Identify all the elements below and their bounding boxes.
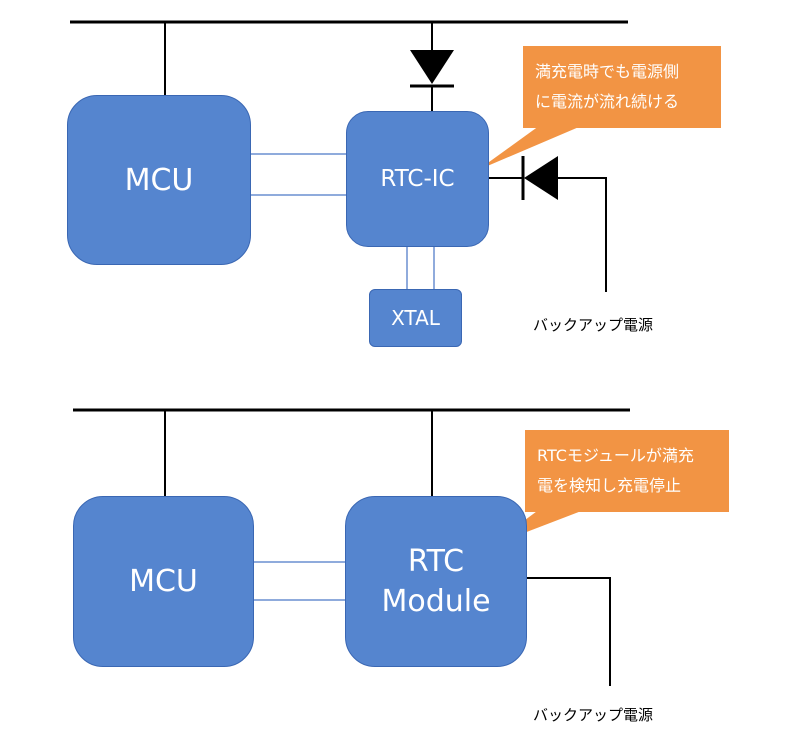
bottom-mcu-label: MCU — [129, 564, 198, 599]
bottom-backup-label: バックアップ電源 — [533, 706, 654, 724]
bottom-callout-box — [525, 430, 729, 512]
top-mcu-block: MCU — [67, 95, 251, 265]
top-diode-vertical — [410, 50, 454, 84]
top-callout-tail — [478, 118, 600, 170]
top-callout-text: 満充電時でも電源側 に電流が流れ続ける — [523, 57, 721, 117]
top-xtal-block: XTAL — [369, 289, 462, 347]
top-mcu-label: MCU — [124, 162, 194, 198]
bottom-backup-line — [526, 577, 611, 686]
top-xtal-label: XTAL — [391, 306, 440, 330]
top-callout-line-1: 満充電時でも電源側 — [535, 62, 680, 81]
bottom-callout-line-2: 電を検知し充電停止 — [537, 476, 682, 495]
bottom-mcu-block: MCU — [73, 496, 254, 667]
bottom-rtc-label-line-2: Module — [381, 583, 491, 619]
top-backup-label: バックアップ電源 — [533, 316, 654, 334]
bottom-rtc-module-block: RTC Module — [345, 496, 527, 667]
top-diode-horizontal — [524, 156, 558, 200]
top-backup-line — [558, 177, 607, 292]
bottom-callout-text: RTCモジュールが満充 電を検知し充電停止 — [525, 441, 729, 501]
top-rtc-ic-block: RTC-IC — [346, 111, 489, 247]
top-rtc-ic-label: RTC-IC — [380, 166, 455, 192]
top-callout-line-2: に電流が流れ続ける — [535, 92, 680, 111]
top-callout-box — [523, 46, 721, 128]
bottom-rtc-label-line-1: RTC — [407, 543, 465, 579]
bottom-callout-line-1: RTCモジュールが満充 — [537, 446, 694, 465]
